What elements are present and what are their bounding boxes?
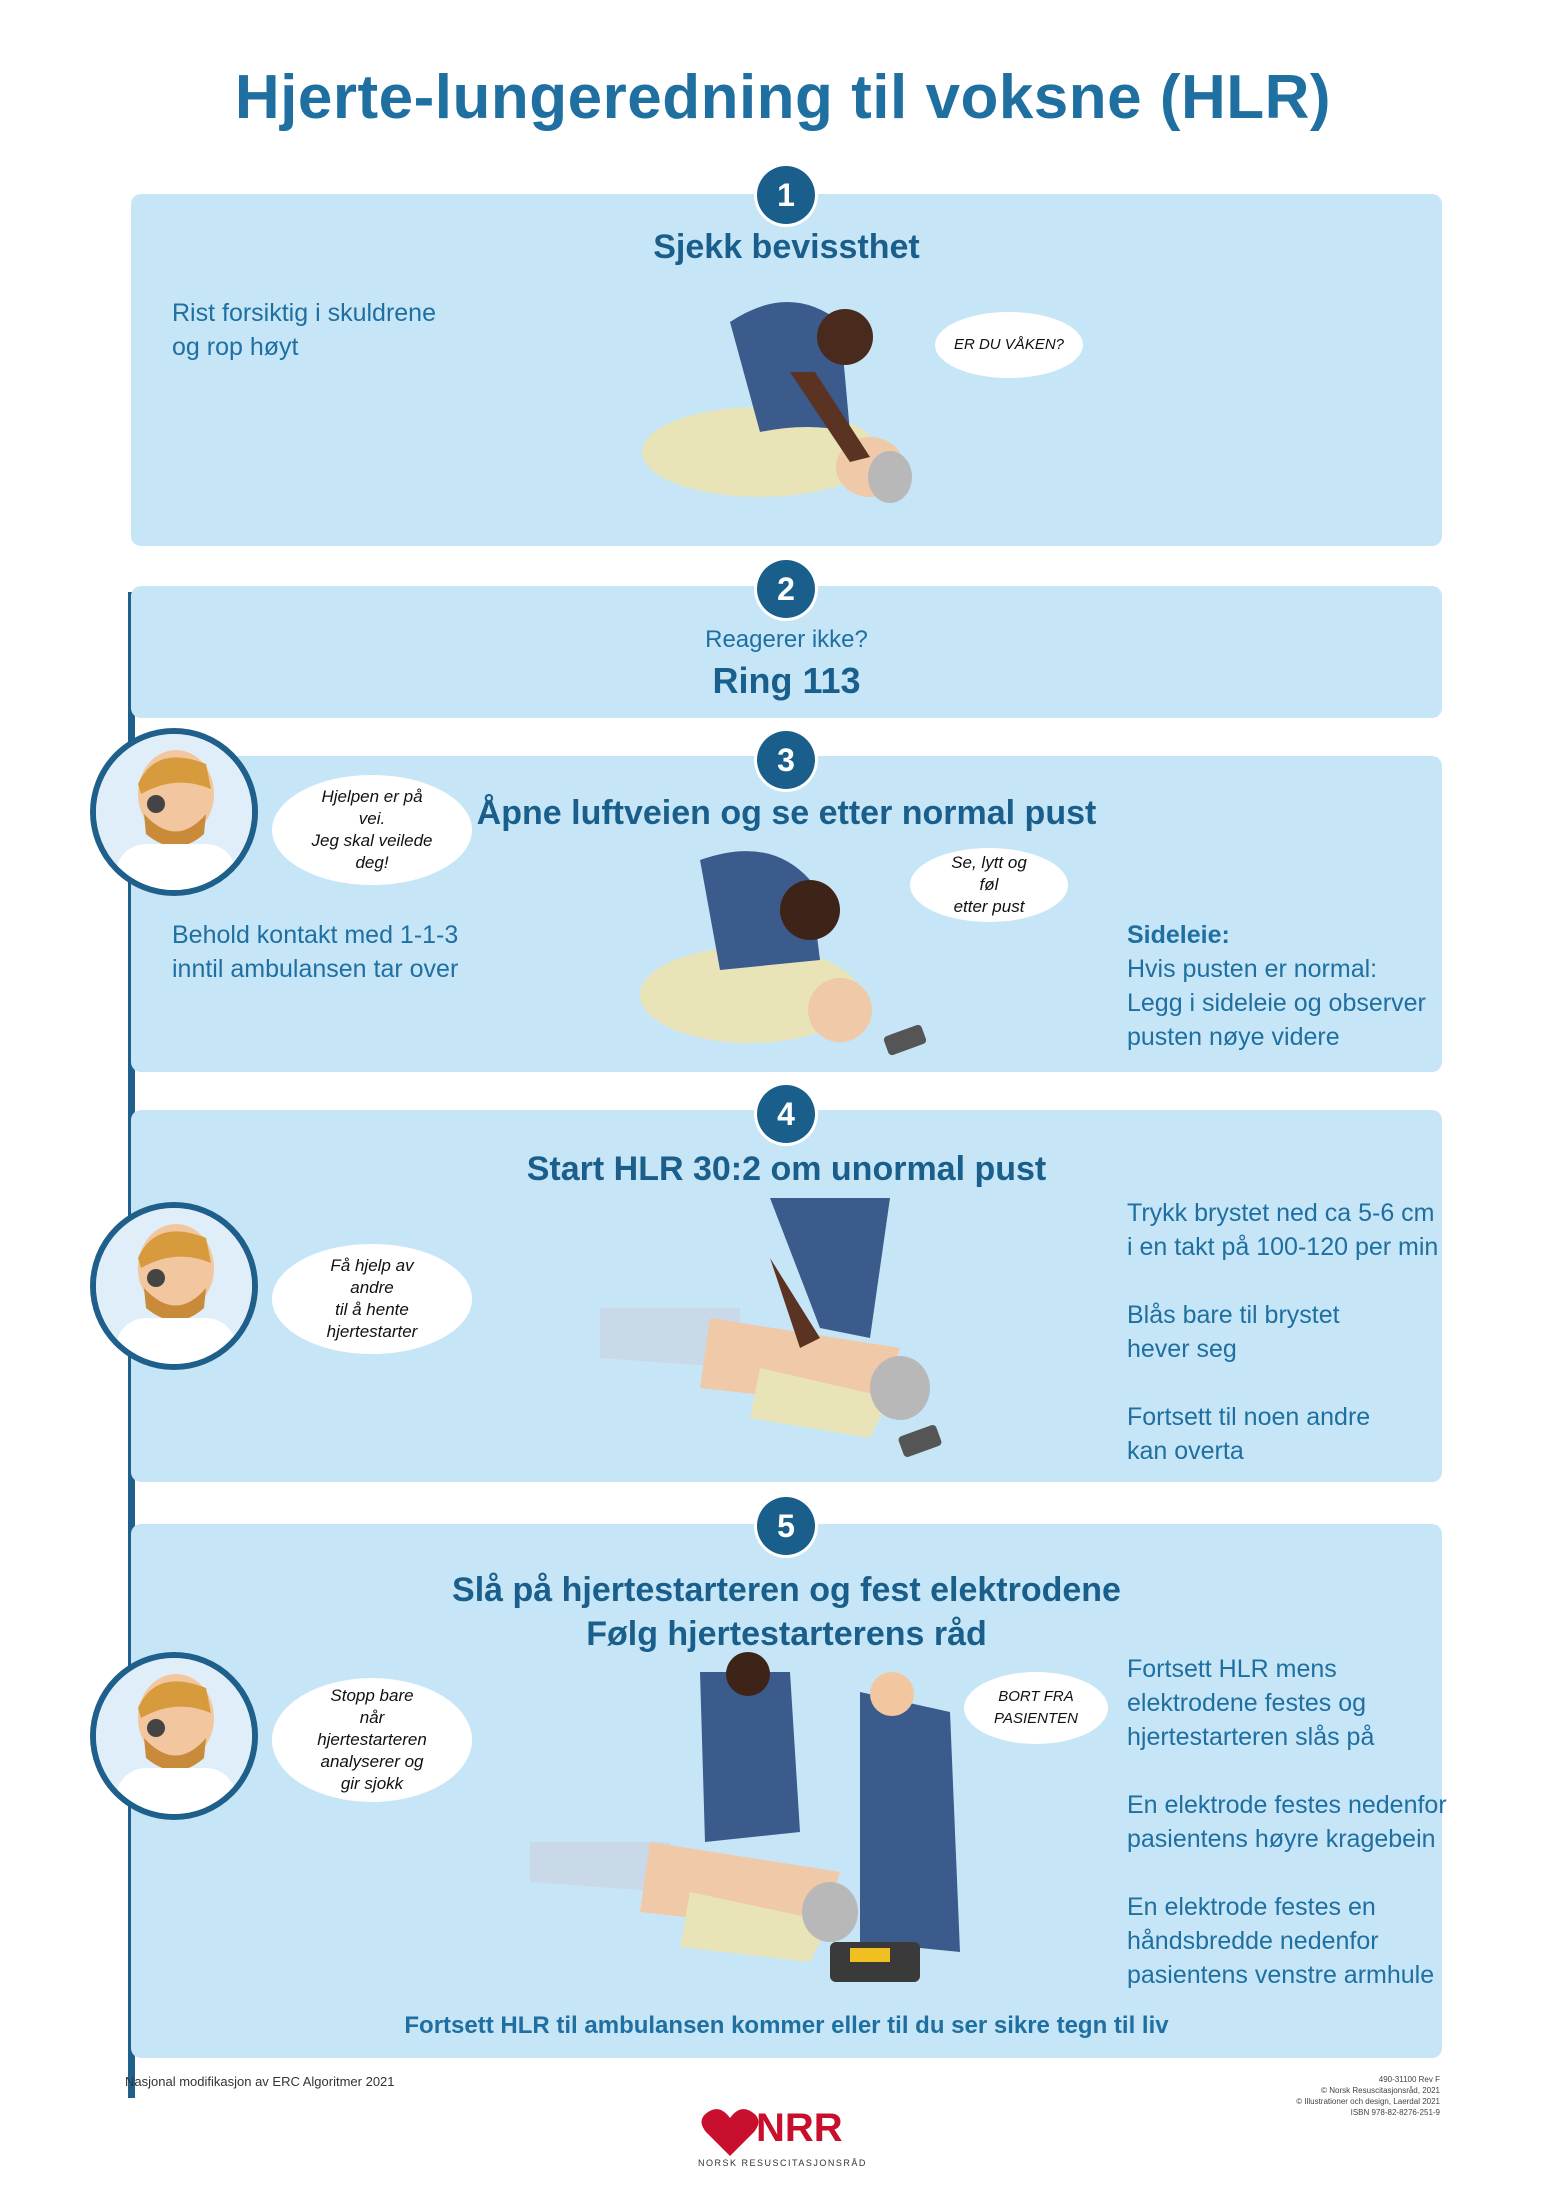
headset-dispatcher-icon: [96, 1658, 252, 1814]
headset-dispatcher-icon: [96, 734, 252, 890]
step-1-heading: Sjekk bevissthet: [653, 228, 920, 266]
step-2-heading: Ring 113: [712, 660, 861, 701]
step-1-illustration: [642, 302, 912, 503]
step-2-pre-text: Reagerer ikke?: [705, 626, 868, 653]
dispatcher-avatar-step-5: [90, 1652, 258, 1820]
headset-dispatcher-icon: [96, 1208, 252, 1364]
footer-left-note: Nasjonal modifikasjon av ERC Algoritmer …: [125, 2074, 395, 2089]
logo-subtext: NORSK RESUSCITASJONSRÅD: [698, 2158, 867, 2168]
heart-logo-icon: [701, 2109, 759, 2156]
step-2-badge: 2: [757, 560, 815, 618]
step-5-illustration: [530, 1652, 960, 1982]
step-1-badge: 1: [757, 166, 815, 224]
step-4-badge: 4: [757, 1085, 815, 1143]
dispatcher-avatar-step-3: [90, 728, 258, 896]
step-5-badge: 5: [757, 1497, 815, 1555]
page-title: Hjerte-lungeredning til voksne (HLR): [234, 63, 1332, 132]
step-3-badge: 3: [757, 731, 815, 789]
logo-text: NRR: [756, 2106, 843, 2150]
step-3-right-text: Sideleie: Hvis pusten er normal:Legg i s…: [1127, 921, 1426, 1051]
step-3-heading: Åpne luftveien og se etter normal pust: [476, 794, 1097, 832]
step-1-speech-bubble: ER DU VÅKEN?: [935, 312, 1083, 378]
step-4-illustration: [600, 1198, 942, 1458]
step-4-heading: Start HLR 30:2 om unormal pust: [526, 1150, 1047, 1188]
footer-right-meta: 490-31100 Rev F© Norsk Resuscitasjonsråd…: [1296, 2075, 1440, 2117]
dispatcher-avatar-step-4: [90, 1202, 258, 1370]
nrr-logo: NRR NORSK RESUSCITASJONSRÅD: [668, 2092, 888, 2182]
step-5-footer-text: Fortsett HLR til ambulansen kommer eller…: [404, 2012, 1169, 2039]
step-5-heading: Slå på hjertestarteren og fest elektrode…: [452, 1571, 1121, 1653]
step-3-illustration: [640, 851, 927, 1056]
